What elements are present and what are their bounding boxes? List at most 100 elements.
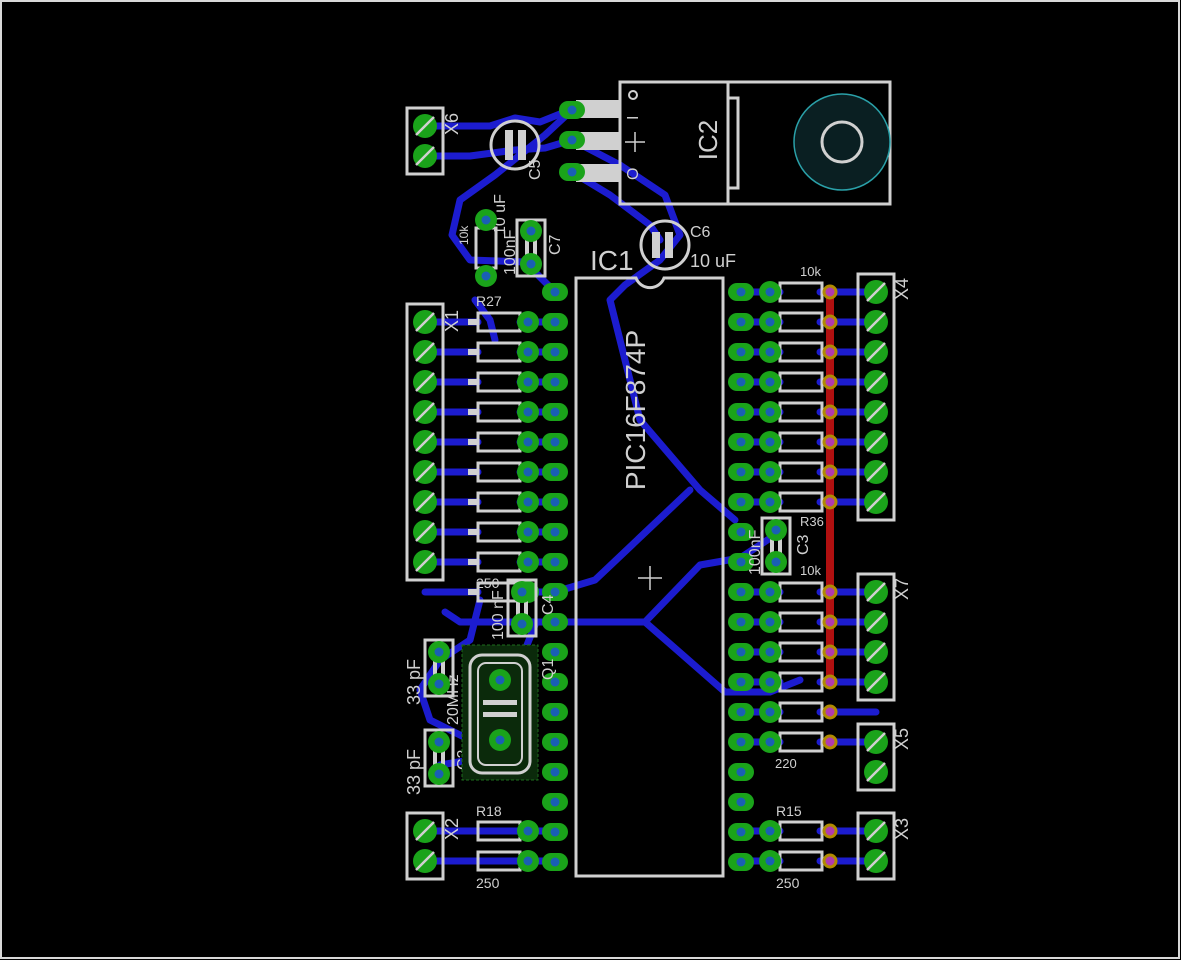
r-right-lower-2-via	[822, 614, 838, 630]
r15-value-label: 250	[776, 875, 800, 891]
r-right-upper-5-body	[778, 401, 824, 423]
x2-frame	[405, 811, 445, 881]
ic1-pad-right-4-hole	[736, 377, 746, 387]
ic1-pad-left-14-hole	[550, 677, 560, 687]
ic1-pad-right-1-hole	[736, 287, 746, 297]
ic2-lead-3	[576, 164, 620, 182]
r-right-upper-5-pad-in-hole	[765, 407, 775, 417]
x4-screw-3	[866, 342, 886, 362]
c4-plate-b	[524, 600, 528, 616]
r-left-lead-a-8	[468, 529, 478, 535]
ic1-pad-left-20-hole	[550, 857, 560, 867]
ic1-body	[574, 276, 725, 878]
r-right-upper-8-body	[778, 491, 824, 513]
ic1-pad-left-11-hole	[550, 587, 560, 597]
c4-outline	[506, 578, 538, 638]
r-left-body-2	[476, 341, 522, 363]
r-right-upper-6-body	[778, 431, 824, 453]
x7-screw-2	[866, 612, 886, 632]
r-right-upper-1-body	[778, 281, 824, 303]
r-left-lead-a-2	[468, 349, 478, 355]
ic2-pad-1-hole	[567, 105, 577, 115]
ic1-pad-right-2-hole	[736, 317, 746, 327]
r-left-body-7	[476, 491, 522, 513]
r-right-upper-3-pad-in-hole	[765, 347, 775, 357]
x3-screw-2	[866, 851, 886, 871]
r-right-upper-7-pad-in-hole	[765, 467, 775, 477]
r-right-lower-3-pad-in-hole	[765, 647, 775, 657]
r-left-pad-9-hole	[523, 557, 533, 567]
c1-plate-a	[433, 660, 437, 676]
x4-screw-2	[866, 312, 886, 332]
r18-value-label: 250	[476, 875, 500, 891]
r-left-body-8	[476, 521, 522, 543]
x5-label: X5	[892, 728, 912, 750]
r-right-upper-1-pad-in-hole	[765, 287, 775, 297]
ic2-mount-hole	[820, 120, 864, 164]
q1-pad-1-hole	[495, 675, 505, 685]
r-left-pad-4-hole	[523, 407, 533, 417]
x4-frame	[856, 272, 896, 522]
c3-pad-1-hole	[771, 525, 781, 535]
x1-screw-2	[415, 342, 435, 362]
r-right-upper-4-body	[778, 371, 824, 393]
r-right-upper-4-pad-in-hole	[765, 377, 775, 387]
c4-pad-1-hole	[517, 587, 527, 597]
ic1-pad-right-12-hole	[736, 617, 746, 627]
r-right-upper-2-body	[778, 311, 824, 333]
r-top-pad-2-hole	[481, 271, 491, 281]
c5-ref-label: C5	[527, 159, 544, 180]
ic1-pad-left-4-hole	[550, 377, 560, 387]
c5-plate-b	[518, 130, 526, 160]
ic2-lead-1	[576, 100, 620, 118]
x1-screw-4	[415, 402, 435, 422]
r-right-lower-3-via	[822, 644, 838, 660]
x3-frame	[856, 811, 896, 881]
ic1-pad-left-19-hole	[550, 827, 560, 837]
x4-screw-1	[866, 282, 886, 302]
ic2-origin-cross	[625, 132, 645, 152]
q1-pad-2-hole	[495, 735, 505, 745]
r-left-lead-a-1	[468, 319, 478, 325]
r15-1-via	[822, 823, 838, 839]
ic1-pad-right-6-hole	[736, 437, 746, 447]
r15-ref-label: R15	[776, 803, 802, 819]
x7-label: X7	[892, 578, 912, 600]
trace-gnd-ic1	[568, 136, 739, 524]
r-right-220-pad-in-hole	[765, 737, 775, 747]
c4-pad-2-hole	[517, 619, 527, 629]
r-left-pad-3-hole	[523, 377, 533, 387]
r15-2-via	[822, 853, 838, 869]
ic1-pad-right-7-hole	[736, 467, 746, 477]
c1-pad-1-hole	[434, 647, 444, 657]
ic1-pad-right-20-hole	[736, 857, 746, 867]
c4-ref-label: C4	[540, 594, 557, 615]
r-right-upper-3-body	[778, 341, 824, 363]
ic2-heatsink	[726, 80, 892, 206]
r-left-pad-5-hole	[523, 437, 533, 447]
capacitor-c4: C4 100 nF	[490, 578, 557, 640]
c1-value-label: 33 pF	[404, 659, 424, 705]
r-left-body-5	[476, 431, 522, 453]
ic1-pad-left-12-hole	[550, 617, 560, 627]
x7-frame	[856, 572, 896, 702]
r-right-upper-1-via	[822, 284, 838, 300]
x7-screw-4	[866, 672, 886, 692]
ic1-value-label: PIC16F874P	[620, 330, 651, 490]
ic1-pad-left-5-hole	[550, 407, 560, 417]
trace-pin-c3	[551, 531, 779, 626]
ic2-pad-3-hole	[567, 167, 577, 177]
r-left-pad-2-hole	[523, 347, 533, 357]
q1-plate-b	[483, 712, 517, 717]
x7-screw-3	[866, 642, 886, 662]
c6-ref-label: C6	[690, 224, 711, 241]
r-right-extra-pad-in-hole	[765, 707, 775, 717]
ic2-regulator: I O IC2	[576, 80, 892, 206]
x5-screw-2	[866, 762, 886, 782]
x6-screw-1	[415, 116, 435, 136]
ic1-pad-left-16-hole	[550, 737, 560, 747]
x6-screw-2	[415, 146, 435, 166]
c4-plate-a	[516, 600, 520, 616]
c2-pad-1-hole	[434, 737, 444, 747]
